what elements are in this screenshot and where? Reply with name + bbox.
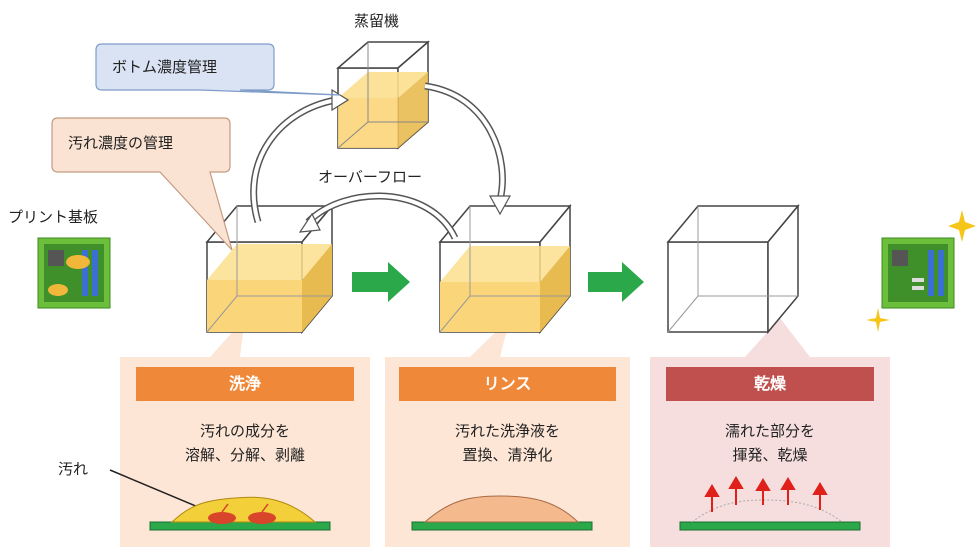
callout-dirt-shape <box>51 117 233 251</box>
callout-bottom-text: ボトム濃度管理 <box>112 58 218 76</box>
callout-dirt-text: 汚れ濃度の管理 <box>68 134 174 152</box>
overflow-label: オーバーフロー <box>318 168 422 186</box>
dry-cube <box>666 203 800 335</box>
sparkle-icons <box>866 210 976 332</box>
rinse-illustration <box>411 495 593 531</box>
stage-panel-rinse: リンス 汚れた洗浄液を 置換、清浄化 <box>385 357 630 547</box>
pcb-label: プリント基板 <box>8 208 99 226</box>
wash-cube <box>205 203 334 335</box>
stage-desc: 濡れた部分を 揮発、乾燥 <box>724 422 815 464</box>
stage-desc: 汚れた洗浄液を 置換、清浄化 <box>454 422 560 464</box>
stage-title: 乾燥 <box>666 367 874 401</box>
wash-illustration <box>149 496 331 531</box>
pcb-left-icon <box>37 237 111 309</box>
stage-title: リンス <box>399 367 616 401</box>
green-arrow-1 <box>352 262 410 302</box>
dry-illustration <box>679 476 861 531</box>
stage-panel-wash: 洗浄 汚れの成分を 溶解、分解、剥離 <box>120 357 370 547</box>
dirt-pointer <box>109 469 211 513</box>
stage-desc: 汚れの成分を 溶解、分解、剥離 <box>184 422 305 464</box>
dirt-label: 汚れ <box>58 460 89 478</box>
pcb-right-icon <box>881 237 955 309</box>
stage-title: 洗浄 <box>136 367 354 401</box>
green-arrow-2 <box>588 262 644 302</box>
distiller-label: 蒸留機 <box>354 12 400 30</box>
stage-panel-dry: 乾燥 濡れた部分を 揮発、乾燥 <box>650 357 890 547</box>
rinse-cube <box>438 203 572 335</box>
callout-bottom-shape <box>95 43 341 96</box>
distiller-cube <box>335 40 431 150</box>
